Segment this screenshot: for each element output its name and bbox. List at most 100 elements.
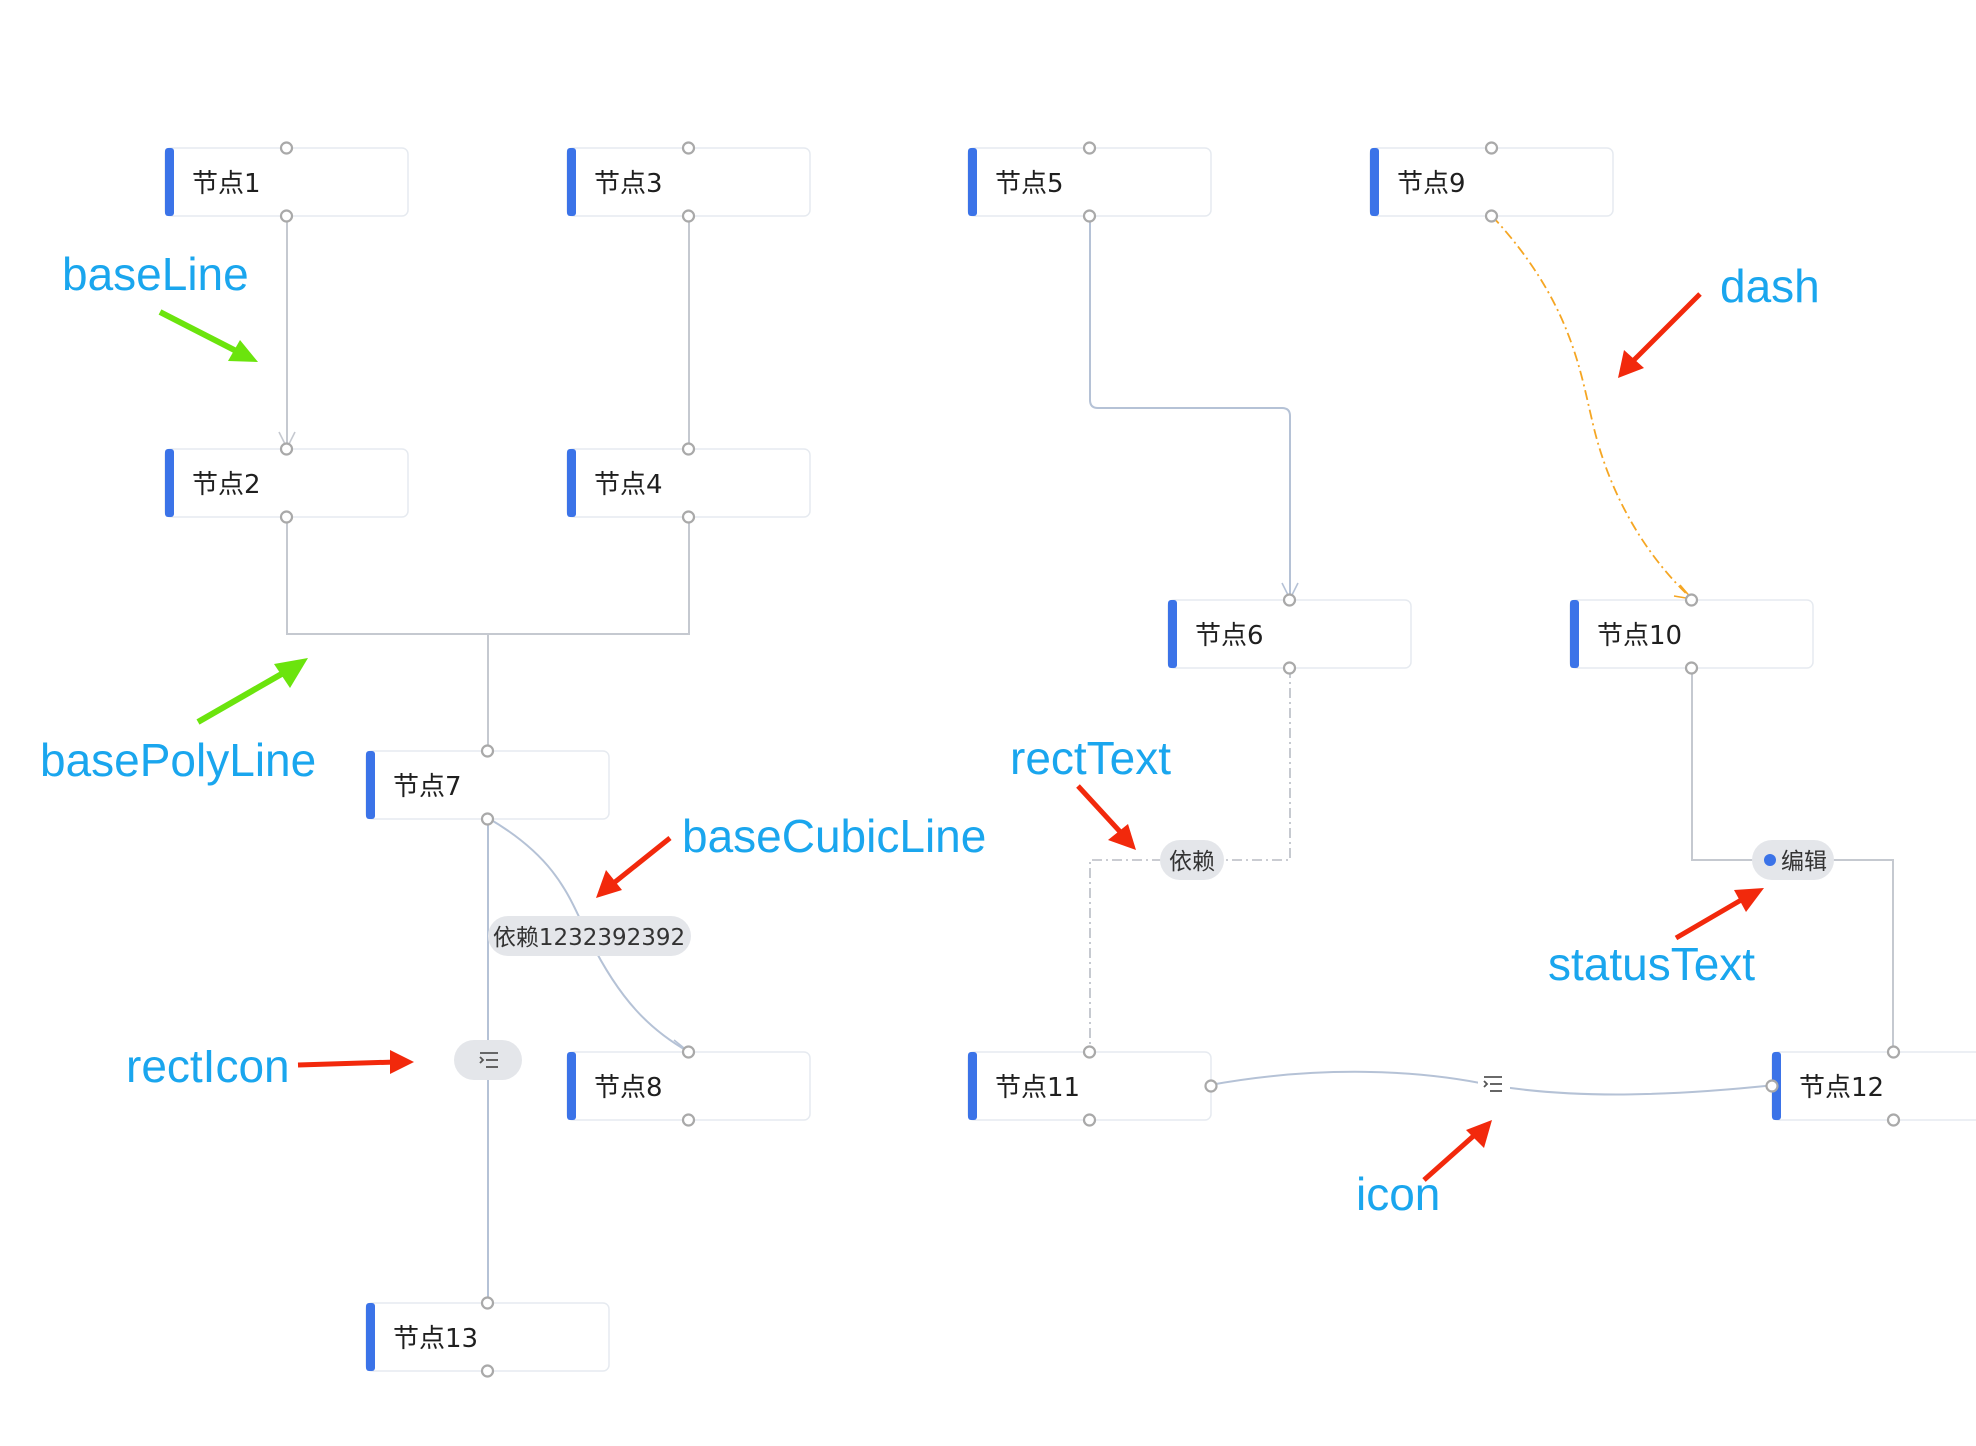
input-port[interactable] — [1082, 141, 1097, 155]
output-port[interactable] — [480, 812, 495, 826]
list-indent-icon — [1483, 1076, 1502, 1092]
annotation-arrow-recttext — [1076, 784, 1126, 838]
annotation-arrowhead-basepolyline — [274, 658, 308, 688]
output-port[interactable] — [1082, 209, 1097, 223]
edge-label-rect-text-text: 依赖 — [1169, 849, 1215, 875]
output-port[interactable] — [1082, 1113, 1097, 1127]
output-port[interactable] — [480, 1364, 495, 1378]
annotation-arrowhead-recttext — [1108, 824, 1136, 850]
node-label: 节点8 — [594, 1073, 663, 1103]
edge-n5-n6[interactable] — [1089, 216, 1299, 601]
annotation-arrow-recticon — [297, 1059, 397, 1068]
annotation-arrowhead-dash — [1618, 350, 1644, 378]
node-label: 节点10 — [1597, 621, 1682, 651]
input-port[interactable] — [1484, 141, 1499, 155]
output-port[interactable] — [681, 510, 696, 524]
output-port[interactable] — [1684, 661, 1699, 675]
node-accent-bar — [1570, 600, 1579, 668]
node-n11[interactable]: 节点11 — [967, 1045, 1218, 1127]
annotation-arrowhead-statustext — [1734, 888, 1764, 912]
output-port[interactable] — [1484, 209, 1499, 223]
output-port[interactable] — [1282, 661, 1297, 675]
output-port[interactable] — [1886, 1113, 1901, 1127]
edge-n2-n4-n7[interactable] — [286, 517, 690, 750]
edge-n1-n2[interactable] — [278, 216, 296, 450]
node-label: 节点11 — [995, 1073, 1080, 1103]
side-port[interactable] — [1765, 1079, 1779, 1093]
node-accent-bar — [567, 1052, 576, 1120]
edge-label-cubic-text: 依赖1232392392 — [493, 925, 685, 951]
node-label: 节点1 — [192, 169, 261, 199]
annotation-basecubicline: baseCubicLine — [682, 810, 986, 862]
output-port[interactable] — [279, 510, 294, 524]
node-accent-bar — [165, 148, 174, 216]
node-accent-bar — [366, 751, 375, 819]
node-n10[interactable]: 节点10 — [1569, 593, 1814, 675]
node-n12[interactable]: 节点12 — [1765, 1045, 1976, 1127]
annotation-arrow-baseline — [158, 309, 248, 359]
input-port[interactable] — [681, 442, 696, 456]
node-n13[interactable]: 节点13 — [365, 1296, 610, 1378]
input-port[interactable] — [1082, 1045, 1097, 1059]
node-accent-bar — [366, 1303, 375, 1371]
node-n8[interactable]: 节点8 — [566, 1045, 811, 1127]
annotation-recticon: rectIcon — [126, 1040, 290, 1092]
edge-label-cubic[interactable]: 依赖1232392392 — [488, 916, 691, 956]
input-port[interactable] — [279, 141, 294, 155]
node-n3[interactable]: 节点3 — [566, 141, 811, 223]
node-label: 节点2 — [192, 470, 261, 500]
input-port[interactable] — [480, 744, 495, 758]
side-port[interactable] — [1204, 1079, 1218, 1093]
input-port[interactable] — [681, 141, 696, 155]
node-accent-bar — [567, 449, 576, 517]
node-accent-bar — [968, 1052, 977, 1120]
node-accent-bar — [968, 148, 977, 216]
node-n9[interactable]: 节点9 — [1369, 141, 1614, 223]
node-accent-bar — [1168, 600, 1177, 668]
edge-rect-icon[interactable] — [454, 1040, 522, 1080]
annotation-basepolyline: basePolyLine — [40, 734, 316, 786]
node-label: 节点5 — [995, 169, 1064, 199]
output-port[interactable] — [681, 209, 696, 223]
edge-label-status-text: 编辑 — [1781, 849, 1827, 875]
edge-label-status[interactable]: 编辑 — [1752, 840, 1834, 880]
annotation-arrow-basecubicline — [608, 836, 672, 888]
edge-n9-n10[interactable] — [1491, 215, 1695, 601]
annotation-statustext: statusText — [1548, 938, 1755, 990]
node-accent-bar — [567, 148, 576, 216]
node-label: 节点6 — [1195, 621, 1264, 651]
list-indent-icon — [479, 1052, 498, 1068]
input-port[interactable] — [279, 442, 294, 456]
annotation-baseline: baseLine — [62, 248, 249, 300]
node-n4[interactable]: 节点4 — [566, 442, 811, 524]
edge-label-rect-text[interactable]: 依赖 — [1160, 840, 1224, 880]
annotation-arrow-icon — [1422, 1130, 1480, 1182]
node-n5[interactable]: 节点5 — [967, 141, 1212, 223]
input-port[interactable] — [480, 1296, 495, 1310]
nodes-layer: 节点1 节点2 节点3 节点4 节点5 节点6 节点7 节点8 节点9 节点10 节点11 节点12 节… — [164, 141, 1976, 1378]
node-accent-bar — [1370, 148, 1379, 216]
annotation-arrow-statustext — [1674, 893, 1750, 941]
annotation-recttext: rectText — [1010, 732, 1171, 784]
annotation-dash: dash — [1720, 260, 1820, 312]
node-n2[interactable]: 节点2 — [164, 442, 409, 524]
node-n6[interactable]: 节点6 — [1167, 593, 1412, 675]
node-n7[interactable]: 节点7 — [365, 744, 610, 826]
input-port[interactable] — [681, 1045, 696, 1059]
annotation-arrowhead-basecubicline — [596, 870, 622, 898]
input-port[interactable] — [1684, 593, 1699, 607]
edge-n6-n11[interactable] — [1089, 668, 1291, 1051]
node-n1[interactable]: 节点1 — [164, 141, 409, 223]
edge-icon[interactable] — [1478, 1070, 1510, 1100]
annotation-arrowhead-icon — [1466, 1120, 1492, 1148]
node-label: 节点3 — [594, 169, 663, 199]
input-port[interactable] — [1886, 1045, 1901, 1059]
output-port[interactable] — [279, 209, 294, 223]
annotation-arrowhead-recticon — [390, 1050, 414, 1074]
input-port[interactable] — [1282, 593, 1297, 607]
output-port[interactable] — [681, 1113, 696, 1127]
annotation-arrow-basepolyline — [196, 665, 294, 725]
node-label: 节点12 — [1799, 1073, 1884, 1103]
annotation-arrow-dash — [1628, 292, 1702, 366]
